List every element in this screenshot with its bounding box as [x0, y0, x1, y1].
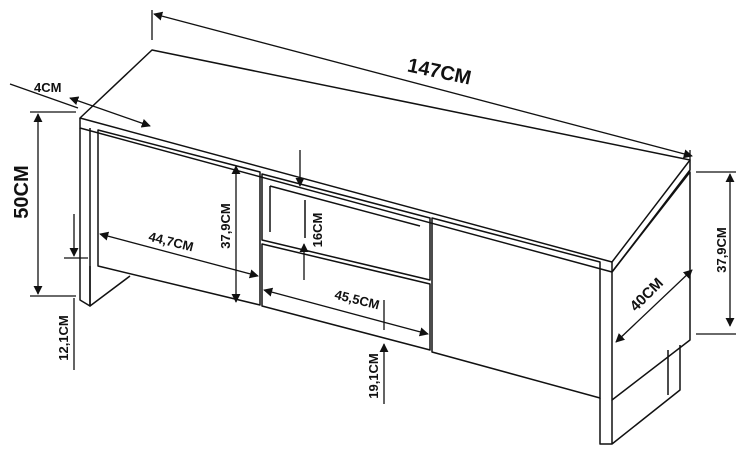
- open-shelf-back: [269, 185, 421, 238]
- top-thickness-arrow: [69, 96, 151, 128]
- label-shelf-gap: 16CM: [310, 213, 325, 248]
- left-frame: [79, 128, 91, 307]
- dimension-lines: [9, 10, 736, 404]
- label-drawer-height: 19,1CM: [366, 353, 381, 399]
- label-side-height: 37,9CM: [714, 227, 729, 273]
- left-leg: [89, 266, 131, 307]
- depth-arrow: [615, 269, 693, 343]
- right-door: [431, 217, 601, 399]
- label-total-width: 147CM: [405, 55, 473, 90]
- top-slab: [79, 49, 691, 263]
- open-shelf: [261, 173, 431, 281]
- label-left-door-height: 37,9CM: [218, 203, 233, 249]
- drawer-width-arrow: [263, 287, 429, 337]
- label-total-height: 50CM: [11, 165, 33, 218]
- label-leg-height: 12,1CM: [56, 315, 71, 361]
- label-drawer-width: 45,5CM: [333, 287, 381, 313]
- label-depth: 40CM: [627, 275, 667, 315]
- label-top-thickness: 4CM: [34, 80, 61, 95]
- top-slab-right-edge: [611, 160, 691, 273]
- width-147-arrow: [153, 11, 693, 159]
- right-leg: [599, 345, 681, 445]
- label-left-door-width: 44,7CM: [147, 229, 195, 255]
- top-slab-thickness: [79, 118, 613, 273]
- drawer-front: [261, 243, 431, 351]
